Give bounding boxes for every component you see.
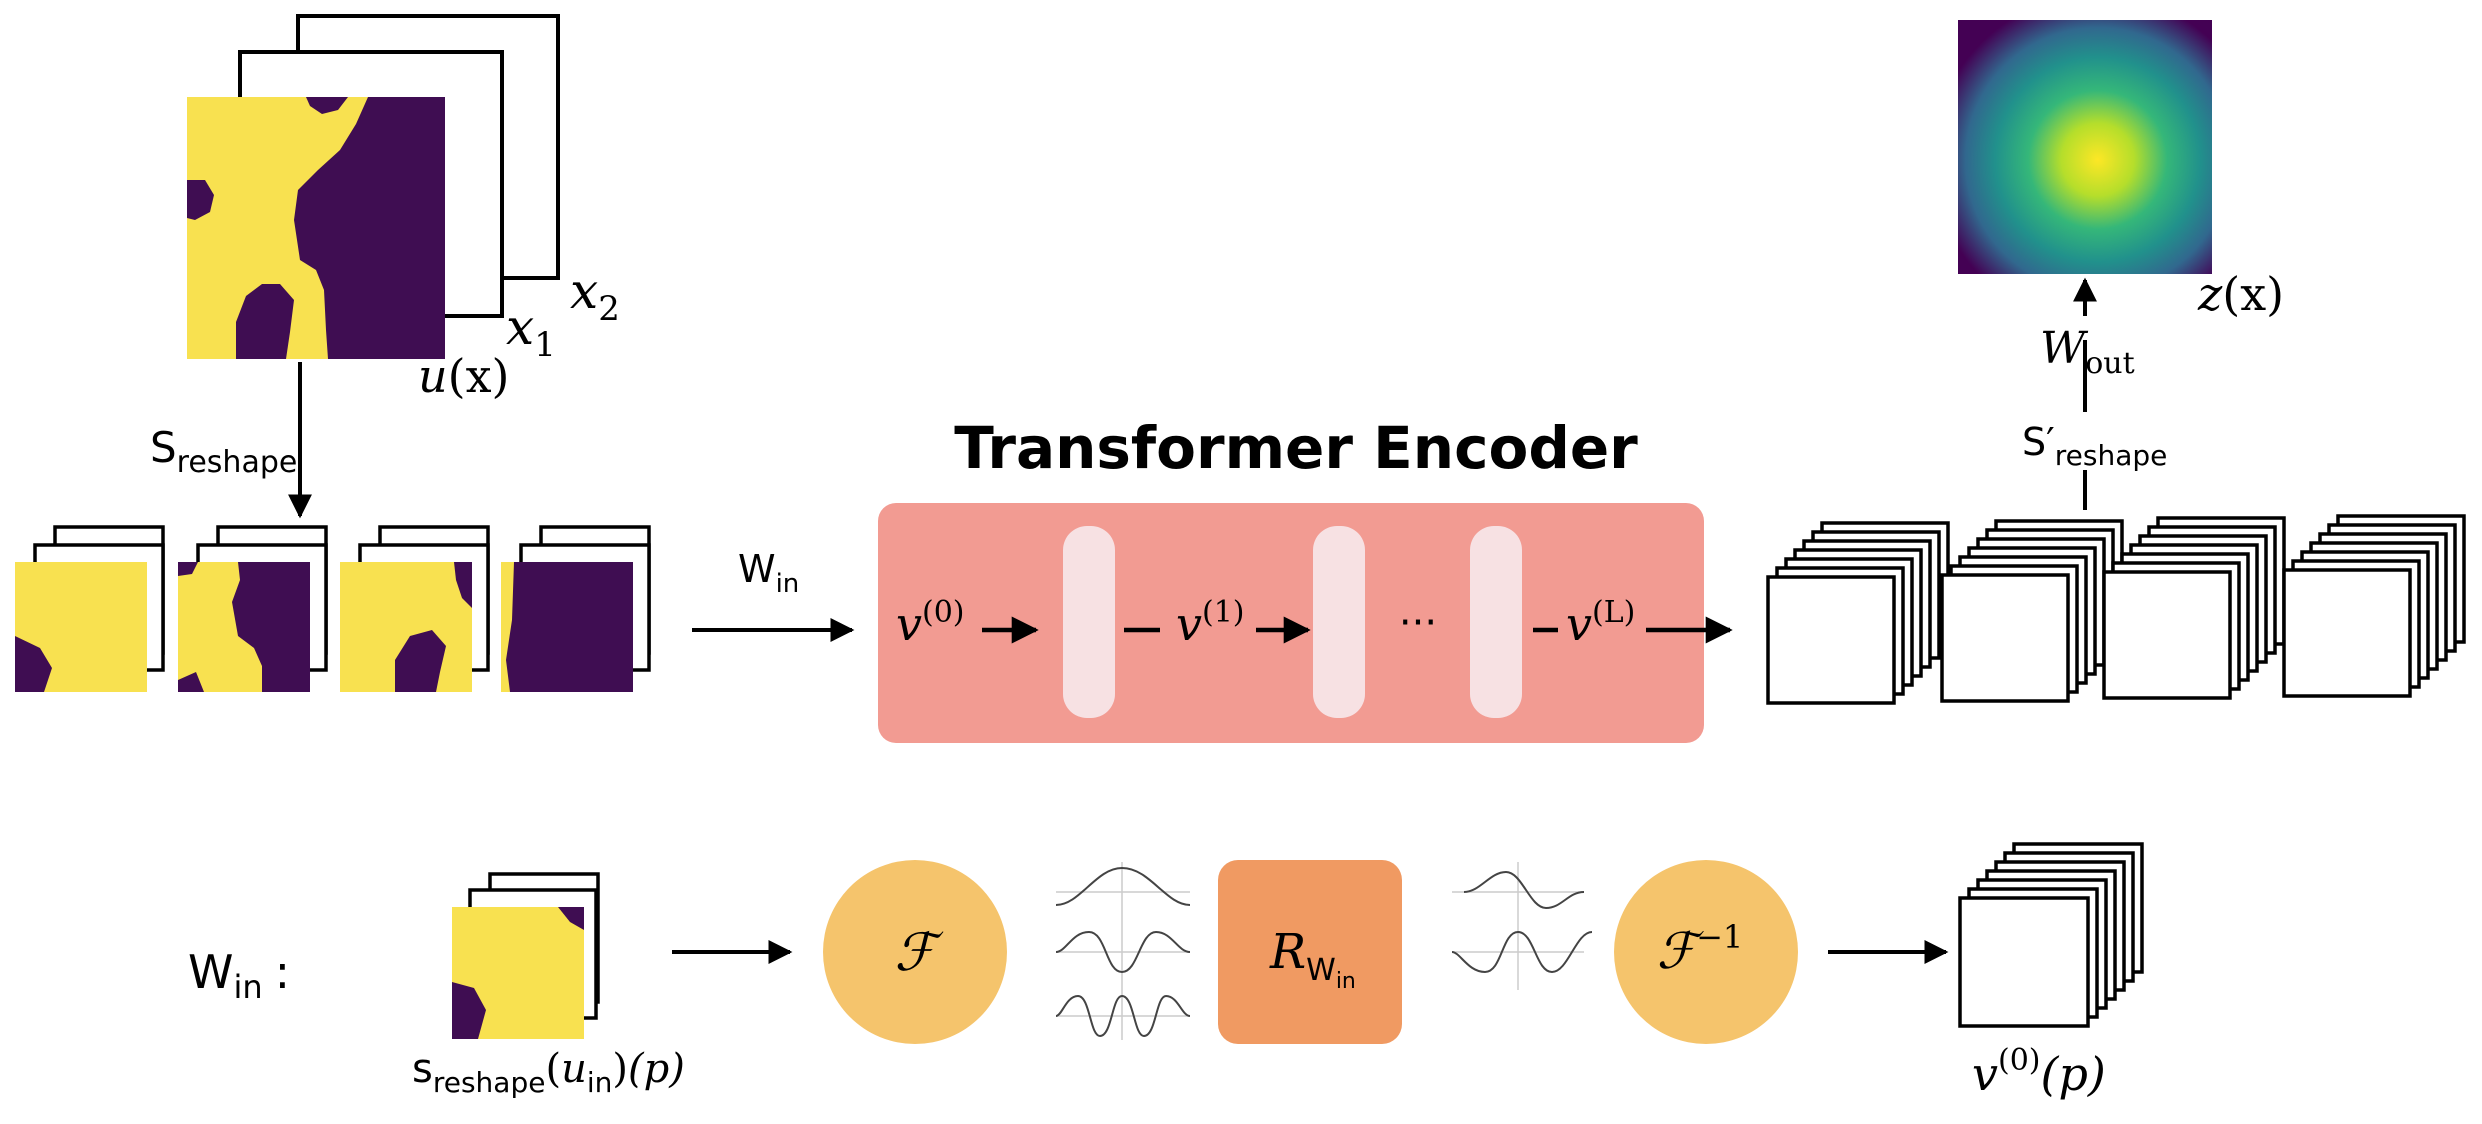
r-win-label: RWin	[1269, 924, 1356, 994]
encoder-layer-L	[1470, 526, 1522, 718]
label-u-x: u(x)	[418, 349, 509, 403]
patch-stack-3	[340, 525, 490, 692]
bottom-input-stack	[452, 872, 600, 1039]
bottom-output-layers	[1958, 842, 2144, 1028]
r-win-box	[1218, 860, 1402, 1044]
input-field-image-u	[187, 97, 445, 359]
inverse-fourier-symbol: ℱ−1	[1657, 918, 1743, 980]
output-stack-2-layer	[1940, 573, 2070, 703]
output-stack-1-layer	[1766, 575, 1896, 705]
bottom-output-layers-layer	[1958, 896, 2090, 1028]
fourier-circle	[823, 860, 1007, 1044]
output-patch-stacks	[1766, 514, 2466, 705]
state-vL: v(L)	[1566, 595, 1635, 651]
label-w-out: Wout	[2040, 323, 2135, 381]
label-x1: x1	[506, 298, 556, 365]
encoder-layer-2	[1313, 526, 1365, 718]
patch-stack-2	[178, 525, 328, 692]
output-stack-4-layer	[2282, 568, 2412, 698]
patch-stack-4	[501, 525, 651, 692]
output-stack-3-layer	[2102, 570, 2232, 700]
state-v1: v(1)	[1176, 595, 1245, 651]
input-field-stack	[187, 14, 560, 359]
inverse-fourier-circle	[1614, 860, 1798, 1044]
output-stack-4	[2282, 514, 2466, 698]
fourier-symbol: ℱ	[895, 923, 944, 983]
bottom-output-label: v(0)(p)	[1972, 1043, 2106, 1101]
output-stack-2	[1940, 519, 2124, 703]
encoder-layer-1	[1063, 526, 1115, 718]
output-stack-1	[1766, 521, 1950, 705]
label-s-reshape: Sreshape	[150, 423, 297, 480]
fourier-modes-left	[1055, 862, 1191, 1040]
output-field-z	[1958, 20, 2212, 274]
label-w-in: Win	[738, 547, 799, 599]
bottom-output-stack	[1958, 842, 2144, 1028]
bottom-input-label: sreshape(uin)(p)	[412, 1046, 685, 1099]
patch-stack-1	[15, 525, 165, 692]
ellipsis: ···	[1399, 600, 1437, 646]
encoder-title: Transformer Encoder	[954, 414, 1638, 482]
label-z-x: z(x)	[2197, 267, 2284, 321]
bottom-lhs: Win:	[188, 945, 290, 1006]
label-s-reshape-prime: S′reshape	[2022, 420, 2167, 472]
state-v0: v(0)	[896, 595, 965, 651]
output-stack-3	[2102, 516, 2286, 700]
fourier-modes-right	[1451, 862, 1593, 990]
label-x2: x2	[570, 262, 620, 329]
